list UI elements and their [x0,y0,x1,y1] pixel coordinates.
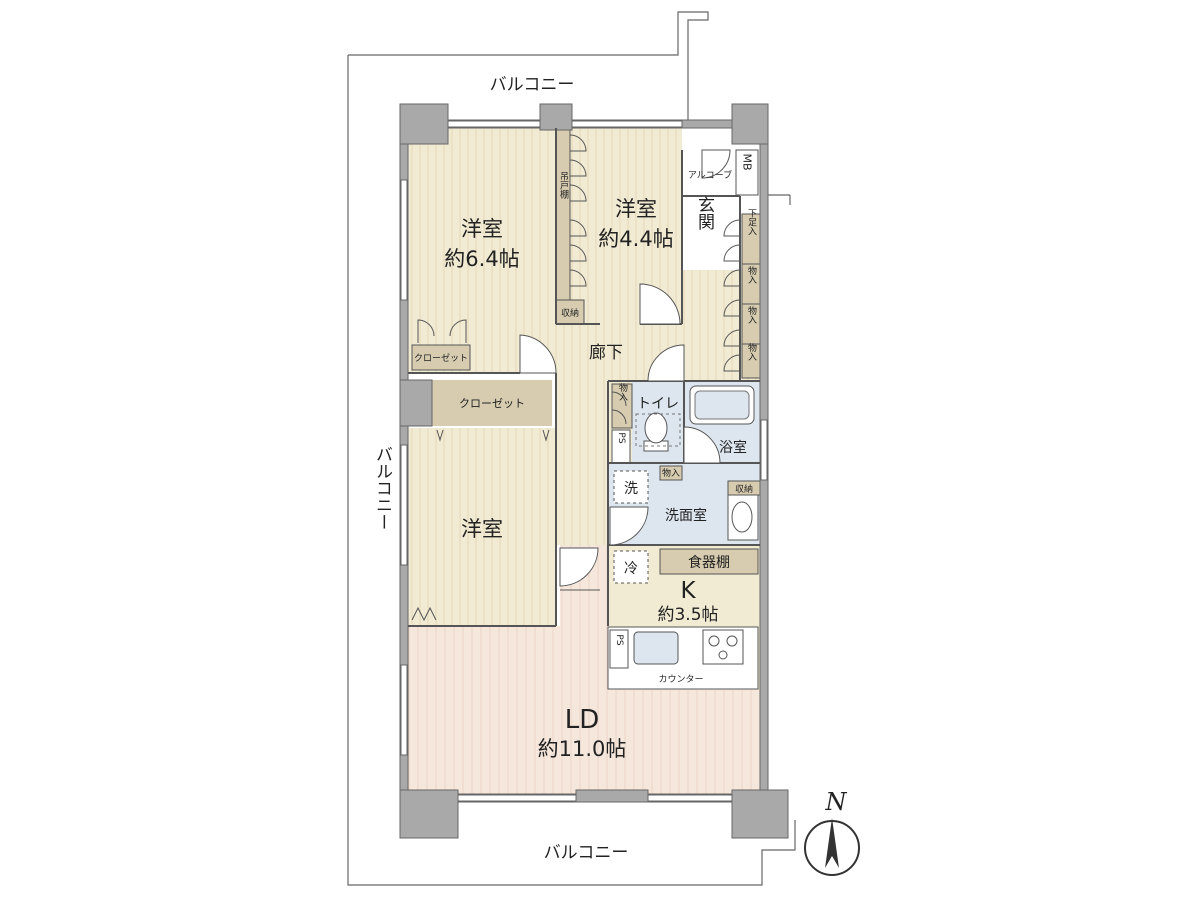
washer-label: 洗 [624,481,638,497]
closet-small [411,344,471,371]
western-3-name: 洋室 [461,517,503,541]
western-2-size: 約4.4帖 [598,227,673,251]
toilet-zone [635,413,681,447]
washer-space [613,470,649,504]
balcony-left-label: バルコニー [372,446,392,531]
shuno-room2-label: 収納 [561,307,579,319]
compass: N [804,788,860,876]
shoe-label: 下足入 [746,209,757,236]
monoire-3-label: 物入 [746,342,757,361]
fridge-label: 冷 [624,561,638,577]
fridge-space [613,550,649,584]
monoire-toilet [611,383,633,429]
toilet-bowl [644,412,668,444]
entrance-label: 玄関 [694,196,714,230]
washroom-label: 洗面室 [665,507,707,524]
western-2-name: 洋室 [615,197,657,221]
room-western-3 [408,428,556,626]
western-1-name: 洋室 [461,217,503,241]
burner [708,635,720,647]
alcove-label: アルコーブ [688,169,732,181]
hanging-shelf [555,129,571,301]
closet-small-label: クローゼット [414,352,468,364]
kitchen-size: 約3.5帖 [657,605,718,625]
ps-label: PS [616,432,626,443]
windows [400,120,768,802]
closet-doors [411,134,741,622]
toilet-label: トイレ [637,396,679,412]
balcony-outline [347,11,796,886]
burner [726,635,738,647]
cooktop [702,629,744,665]
closet-large-label: クローゼット [459,397,525,410]
mb-box [735,149,759,196]
compass-label: N [825,788,848,816]
dish-shelf-label: 食器棚 [688,554,730,571]
monoire-small [659,465,683,481]
shuno-wash-label: 収納 [735,483,753,495]
corridor-label: 廊下 [589,343,623,363]
balcony-bottom-label: バルコニー [544,843,629,863]
closet-large [432,380,552,426]
western-1-size: 約6.4帖 [444,247,519,271]
counter-ps [609,629,629,669]
counter-label: カウンター [658,674,703,685]
entrance [682,196,728,270]
doors [519,149,731,591]
hanging-shelf-label: 吊戸棚 [558,171,569,199]
ld-size: 約11.0帖 [538,737,627,761]
monoire-1-label: 物入 [746,265,757,284]
sink [633,631,679,665]
room-western-1 [408,128,556,373]
counter-ps-label: PS [614,634,624,645]
monoire-toilet-label: 物入 [617,382,628,401]
bath-label: 浴室 [719,439,747,456]
mb-label: MB [741,153,754,170]
washbasin [731,501,753,533]
kitchen-name: K [680,578,696,604]
north-arrow-icon [825,818,839,868]
dish-shelf [659,548,759,575]
burner [718,650,728,660]
bathtub-inner [694,390,750,420]
ld-name: LD [565,705,600,735]
monoire-small-label: 物入 [662,467,680,479]
monoire-2-label: 物入 [746,305,757,324]
balcony-top-label: バルコニー [490,75,575,95]
